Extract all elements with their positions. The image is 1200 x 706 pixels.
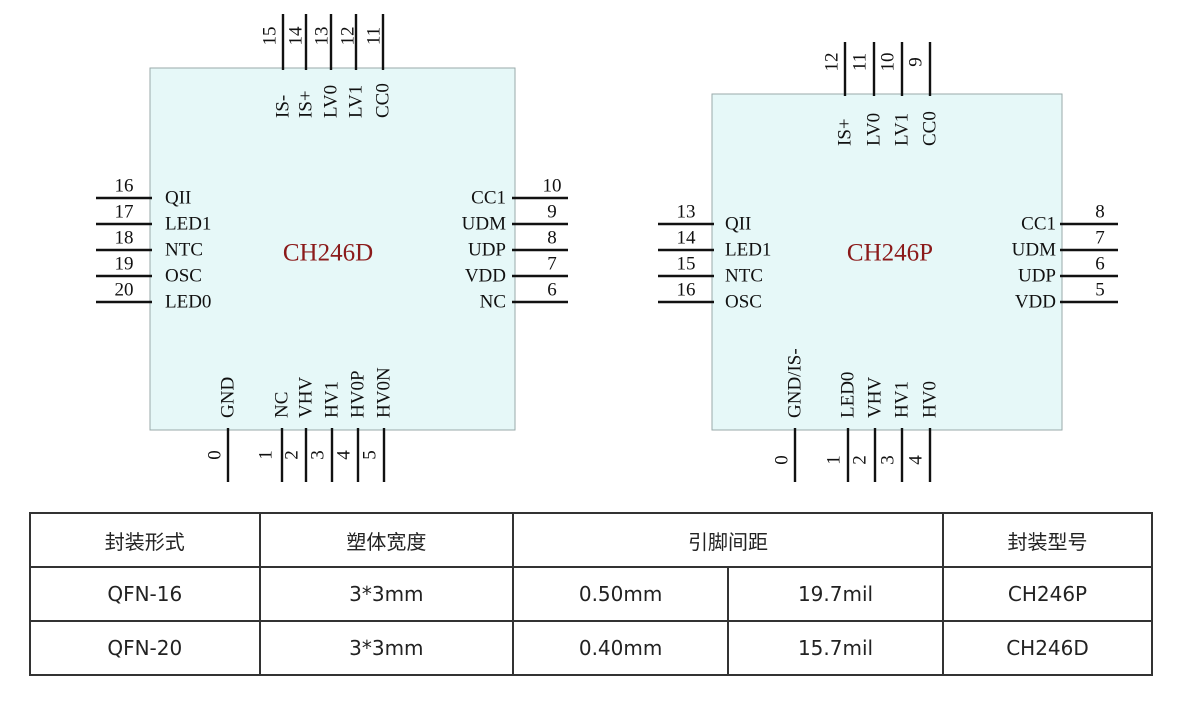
pin-label: IS+ bbox=[835, 118, 856, 146]
pin-number: 0 bbox=[772, 455, 793, 465]
pin-number: 15 bbox=[260, 27, 281, 46]
pin-number: 17 bbox=[115, 202, 134, 223]
pin-number: 13 bbox=[312, 27, 333, 46]
pin-number: 2 bbox=[282, 450, 303, 460]
pin-number: 10 bbox=[543, 176, 562, 197]
cell-width: 3*3mm bbox=[258, 620, 515, 676]
pin-label: LV0 bbox=[864, 113, 885, 146]
pin-label: LED1 bbox=[165, 214, 211, 235]
pin-label: UDM bbox=[1012, 240, 1056, 261]
cell-pitch-mil: 15.7mil bbox=[727, 620, 944, 676]
pin-number: 19 bbox=[115, 254, 134, 275]
pin-number: 11 bbox=[850, 53, 871, 71]
pin-label: VHV bbox=[865, 377, 886, 418]
pin-number: 4 bbox=[906, 455, 927, 465]
pin-label: VDD bbox=[465, 266, 506, 287]
pin-number: 8 bbox=[547, 228, 557, 249]
pin-number: 0 bbox=[205, 450, 226, 460]
chip-name: CH246D bbox=[283, 240, 373, 267]
pin-number: 3 bbox=[878, 455, 899, 465]
pin-label: CC1 bbox=[1021, 214, 1056, 235]
pin-label: CC1 bbox=[471, 188, 506, 209]
pin-label: UDM bbox=[462, 214, 506, 235]
pin-number: 12 bbox=[822, 53, 843, 72]
pin-number: 20 bbox=[115, 280, 134, 301]
pin-number: 7 bbox=[547, 254, 557, 275]
pin-number: 3 bbox=[308, 450, 329, 460]
cell-model: CH246P bbox=[941, 566, 1154, 622]
pin-label: QII bbox=[165, 188, 191, 209]
pin-label: NTC bbox=[725, 266, 763, 287]
pin-label: LED1 bbox=[725, 240, 771, 261]
pin-label: VDD bbox=[1015, 292, 1056, 313]
pin-label: HV0N bbox=[374, 367, 395, 418]
pin-number: 6 bbox=[547, 280, 557, 301]
pin-number: 13 bbox=[677, 202, 696, 223]
pin-number: 12 bbox=[338, 27, 359, 46]
pin-number: 14 bbox=[286, 26, 307, 46]
pin-label: IS- bbox=[273, 95, 294, 118]
pin-number: 14 bbox=[677, 228, 697, 249]
header-package-model: 封装型号 bbox=[941, 512, 1154, 568]
header-package-form: 封装形式 bbox=[29, 512, 261, 568]
header-pin-pitch: 引脚间距 bbox=[512, 512, 944, 568]
pin-number: 16 bbox=[115, 176, 134, 197]
pin-number: 2 bbox=[850, 455, 871, 465]
pin-label: OSC bbox=[165, 266, 202, 287]
cell-width: 3*3mm bbox=[258, 566, 515, 622]
pin-label: GND bbox=[218, 377, 239, 418]
pin-label: CC0 bbox=[920, 111, 941, 146]
pinout-diagram: CH246D15IS-14IS+13LV012LV111CC016QII17LE… bbox=[96, 14, 1118, 482]
cell-pitch-mm: 0.50mm bbox=[512, 566, 730, 622]
pin-label: IS+ bbox=[296, 90, 317, 118]
table-header-row: 封装形式 塑体宽度 引脚间距 封装型号 bbox=[29, 512, 1154, 568]
package-table: 封装形式 塑体宽度 引脚间距 封装型号 QFN-16 3*3mm 0.50mm … bbox=[29, 512, 1154, 676]
cell-model: CH246D bbox=[941, 620, 1154, 676]
pin-number: 5 bbox=[360, 450, 381, 460]
pin-label: HV0 bbox=[920, 381, 941, 418]
pin-number: 5 bbox=[1095, 280, 1105, 301]
pin-label: UDP bbox=[468, 240, 506, 261]
pin-label: UDP bbox=[1018, 266, 1056, 287]
pin-label: LV1 bbox=[346, 85, 367, 118]
pin-label: GND/IS- bbox=[785, 348, 806, 418]
pin-label: NC bbox=[272, 392, 293, 418]
pin-number: 9 bbox=[906, 57, 927, 67]
pin-number: 8 bbox=[1095, 202, 1105, 223]
header-body-width: 塑体宽度 bbox=[258, 512, 515, 568]
pin-label: NC bbox=[480, 292, 506, 313]
pin-number: 1 bbox=[824, 455, 845, 465]
pin-label: OSC bbox=[725, 292, 762, 313]
chip-body bbox=[149, 67, 516, 431]
cell-pitch-mil: 19.7mil bbox=[727, 566, 944, 622]
cell-pitch-mm: 0.40mm bbox=[512, 620, 730, 676]
pin-number: 11 bbox=[364, 27, 385, 45]
pin-label: LED0 bbox=[165, 292, 211, 313]
table-row: QFN-16 3*3mm 0.50mm 19.7mil CH246P bbox=[29, 566, 1154, 622]
pin-number: 16 bbox=[677, 280, 696, 301]
pin-label: HV1 bbox=[322, 381, 343, 418]
pin-number: 9 bbox=[547, 202, 557, 223]
table-row: QFN-20 3*3mm 0.40mm 15.7mil CH246D bbox=[29, 620, 1154, 676]
chip-body bbox=[711, 93, 1063, 431]
chip-name: CH246P bbox=[847, 240, 933, 267]
pin-number: 7 bbox=[1095, 228, 1105, 249]
pin-label: LED0 bbox=[838, 372, 859, 418]
pin-number: 6 bbox=[1095, 254, 1105, 275]
pin-label: HV1 bbox=[892, 381, 913, 418]
pin-number: 15 bbox=[677, 254, 696, 275]
pin-number: 1 bbox=[256, 450, 277, 460]
pin-number: 10 bbox=[878, 53, 899, 72]
pin-label: LV0 bbox=[321, 85, 342, 118]
pin-number: 4 bbox=[334, 450, 355, 460]
pin-label: CC0 bbox=[373, 83, 394, 118]
pin-label: VHV bbox=[296, 377, 317, 418]
pin-label: HV0P bbox=[348, 370, 369, 418]
pin-label: LV1 bbox=[892, 113, 913, 146]
cell-package: QFN-20 bbox=[29, 620, 261, 676]
pin-label: NTC bbox=[165, 240, 203, 261]
pin-label: QII bbox=[725, 214, 751, 235]
cell-package: QFN-16 bbox=[29, 566, 261, 622]
pin-number: 18 bbox=[115, 228, 134, 249]
